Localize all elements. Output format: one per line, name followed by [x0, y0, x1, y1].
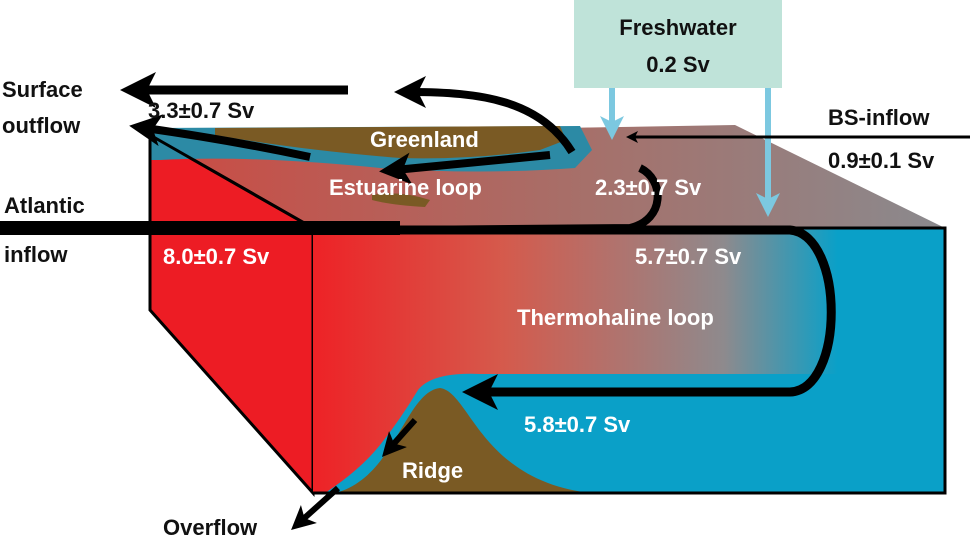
bs-inflow-label: BS-inflow — [828, 105, 930, 130]
thermohaline-lower-value: 5.8±0.7 Sv — [524, 412, 631, 437]
surface-outflow-label-1: Surface — [2, 77, 83, 102]
edge — [149, 133, 314, 230]
thermohaline-loop-label: Thermohaline loop — [517, 305, 714, 330]
surface-outflow-label-2: outflow — [2, 113, 81, 138]
estuarine-loop-label: Estuarine loop — [329, 175, 482, 200]
estuarine-loop-value: 2.3±0.7 Sv — [595, 175, 702, 200]
thermohaline-arrow-icon — [400, 225, 836, 410]
overflow-arrow-icon — [291, 485, 341, 531]
ridge-label: Ridge — [402, 458, 463, 483]
thermohaline-upper-value: 5.7±0.7 Sv — [635, 244, 742, 269]
atlantic-inflow-label-2: inflow — [4, 242, 68, 267]
atlantic-inflow-value: 8.0±0.7 Sv — [163, 244, 270, 269]
greenland-land — [215, 126, 566, 159]
freshwater-title: Freshwater — [619, 15, 737, 40]
land-patch — [372, 193, 430, 207]
ridge-overflow-arrow-icon — [382, 418, 418, 457]
overflow-label: Overflow — [163, 515, 258, 540]
freshwater-value: 0.2 Sv — [646, 52, 710, 77]
bs-inflow-value: 0.9±0.1 Sv — [828, 148, 935, 173]
greenland-label: Greenland — [370, 127, 479, 152]
outflow-arrow-icon — [129, 114, 311, 161]
ridge-land — [335, 388, 590, 493]
freshwater-box — [574, 0, 782, 88]
greenland-inner-arrow-icon — [379, 151, 551, 185]
surface-outflow-value: 3.3±0.7 Sv — [148, 98, 255, 123]
atlantic-inflow-label-1: Atlantic — [4, 193, 85, 218]
greenland-outflow-arrow-icon — [394, 76, 576, 155]
